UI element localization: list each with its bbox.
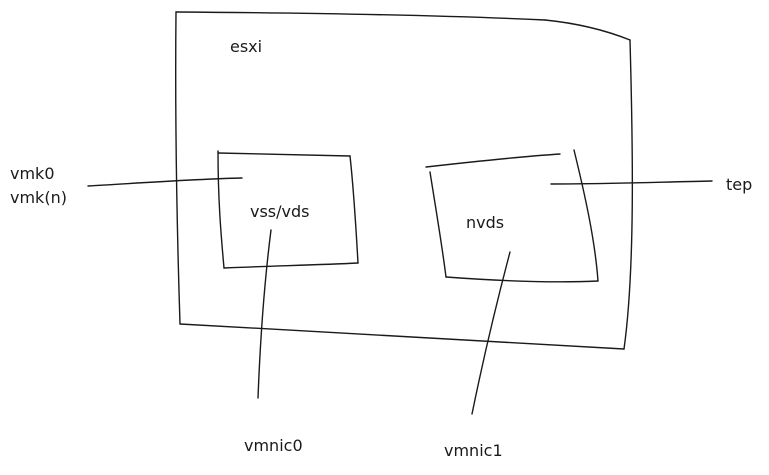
tep-label: tep — [726, 175, 752, 194]
vmnic0-label: vmnic0 — [244, 436, 303, 455]
vmk0-label: vmk0 — [10, 164, 55, 183]
vmnic1-link-line — [471, 251, 511, 415]
nvds-label: nvds — [466, 213, 504, 232]
esxi-label: esxi — [230, 37, 262, 56]
nvds-box — [425, 149, 599, 283]
tep-link-line — [550, 180, 713, 185]
vss-vds-label: vss/vds — [250, 202, 310, 221]
vmk-link-line — [87, 177, 243, 187]
vmnic1-label: vmnic1 — [444, 441, 503, 460]
vmnic0-link-line — [257, 229, 272, 399]
vss-vds-box — [217, 150, 359, 269]
esxi-host-box — [175, 11, 634, 350]
vmkn-label: vmk(n) — [10, 188, 67, 207]
